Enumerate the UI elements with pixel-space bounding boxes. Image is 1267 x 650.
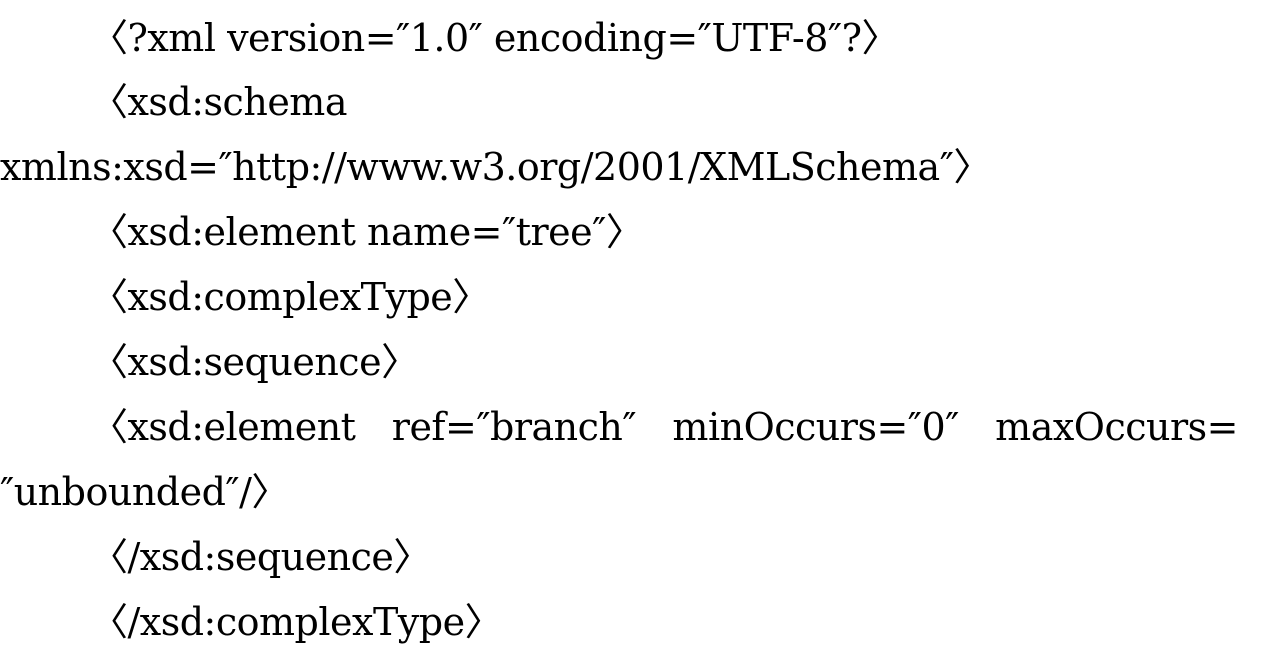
sequence-open-line: 〈xsd:sequence〉	[90, 340, 419, 384]
complex-type-close-line: 〈/xsd:complexType〉	[90, 600, 503, 644]
element-tree-line: 〈xsd:element name=″tree″〉	[90, 210, 644, 254]
element-branch-part-min: minOccurs=″0″	[672, 405, 959, 449]
schema-open-line: 〈xsd:schema	[90, 80, 348, 124]
element-branch-line: 〈xsd:element ref=″branch″ minOccurs=″0″ …	[90, 402, 1238, 452]
element-branch-part-max: maxOccurs=	[995, 405, 1238, 449]
xml-declaration-line: 〈?xml version=″1.0″ encoding=″UTF-8″?〉	[90, 16, 900, 60]
element-branch-part-tag: 〈xsd:element	[90, 405, 356, 449]
sequence-close-line: 〈/xsd:sequence〉	[90, 535, 431, 579]
complex-type-open-line: 〈xsd:complexType〉	[90, 275, 490, 319]
element-branch-continuation-line: ″unbounded″/〉	[0, 470, 289, 514]
schema-namespace-line: xmlns:xsd=″http://www.w3.org/2001/XMLSch…	[0, 145, 991, 189]
element-branch-part-ref: ref=″branch″	[391, 405, 637, 449]
